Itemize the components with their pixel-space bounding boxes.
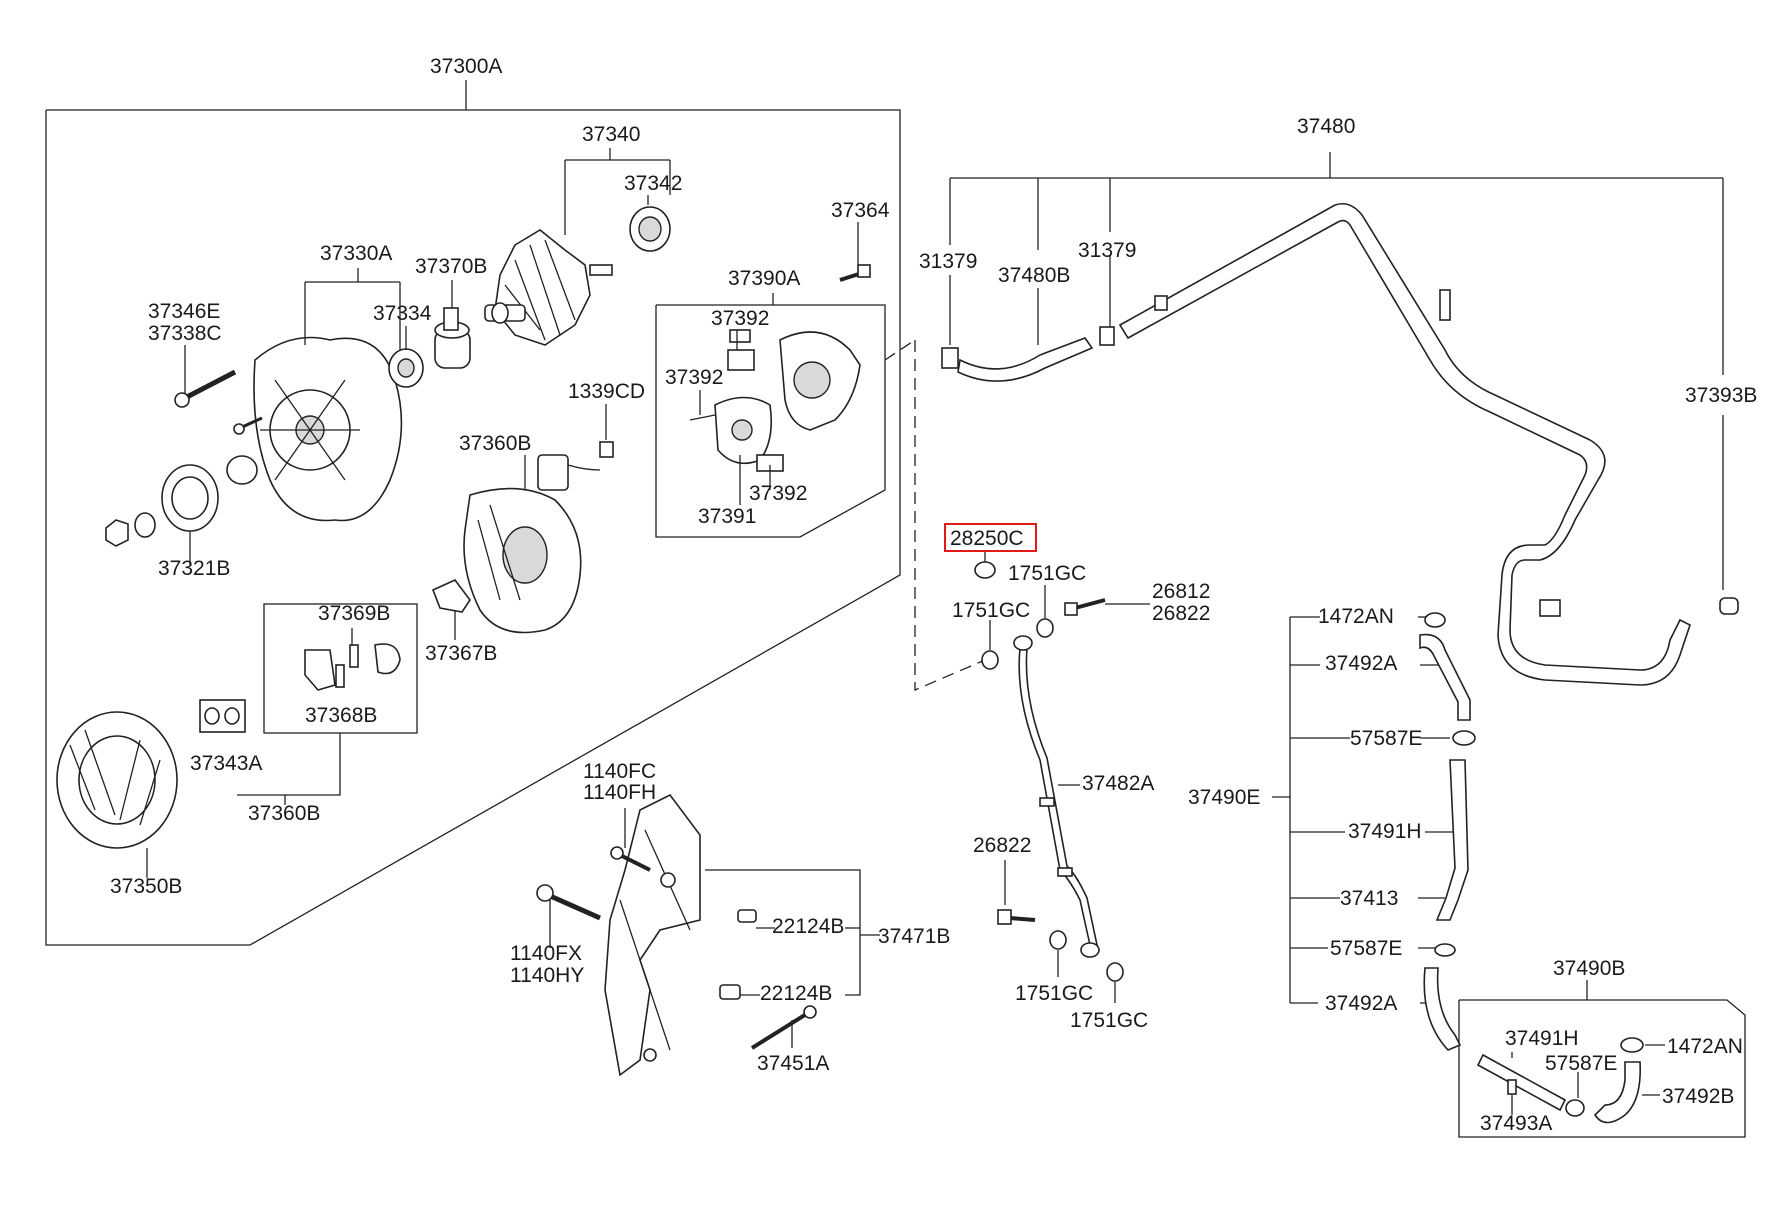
label-26822-lower: 26822 (973, 834, 1031, 857)
label-37492A-bottom: 37492A (1325, 992, 1397, 1015)
label-37480: 37480 (1297, 115, 1355, 138)
label-37492A-top: 37492A (1325, 652, 1397, 675)
label-37491H-top: 37491H (1348, 820, 1422, 843)
label-37368B: 37368B (305, 704, 377, 727)
washer-1751GC-c (1049, 930, 1067, 950)
diode-set-37343A (199, 699, 246, 733)
dowel-22124B-upper (737, 909, 757, 923)
bolt-26822 (997, 909, 1036, 925)
label-37321B: 37321B (158, 557, 230, 580)
label-37492B: 37492B (1662, 1085, 1734, 1108)
label-37346E: 37346E (148, 300, 220, 323)
label-37390A: 37390A (728, 267, 800, 290)
bolt-1140FC (610, 846, 651, 872)
label-1339CD: 1339CD (568, 380, 645, 403)
vacuum-pump-37390A (689, 329, 861, 472)
label-37338C: 37338C (148, 322, 222, 345)
label-37334: 37334 (373, 302, 432, 325)
label-1751GC-left: 1751GC (952, 599, 1030, 622)
label-37300A: 37300A (430, 55, 502, 78)
label-37360B-kit: 37360B (248, 802, 320, 825)
vacuum-hose-37482A (1013, 635, 1100, 958)
bearing-37342 (629, 206, 671, 252)
alternator-frame (45, 109, 901, 946)
washer-1751GC-a (981, 650, 999, 670)
brush-holder-37367B (431, 579, 471, 613)
hose-kit-frame (1458, 999, 1746, 1138)
label-37340: 37340 (582, 123, 640, 146)
front-housing-37330A (253, 336, 403, 522)
label-31379-right: 31379 (1078, 239, 1136, 262)
label-57587E-mid: 57587E (1330, 937, 1402, 960)
label-1751GC-lower-right: 1751GC (1070, 1009, 1148, 1032)
label-57587E-kit: 57587E (1545, 1052, 1617, 1075)
bolt-1140FX (536, 884, 602, 921)
pulley-37321B (105, 455, 258, 547)
label-37343A: 37343A (190, 752, 262, 775)
bolt-26812 (1064, 598, 1106, 616)
label-37413: 37413 (1340, 887, 1398, 910)
rotor-part (484, 229, 613, 346)
label-37370B: 37370B (415, 255, 487, 278)
label-37392-left: 37392 (665, 366, 723, 389)
label-1472AN-top: 1472AN (1318, 605, 1394, 628)
label-37393B: 37393B (1685, 384, 1757, 407)
label-37392-top: 37392 (711, 307, 769, 330)
label-1751GC-lower-left: 1751GC (1015, 982, 1093, 1005)
label-22124B-upper: 22124B (772, 915, 844, 938)
label-1140FC: 1140FC (583, 760, 656, 783)
bracket-37471B (604, 793, 701, 1077)
washer-1751GC-b (1036, 618, 1054, 638)
label-37391: 37391 (698, 505, 756, 528)
label-37491H-kit: 37491H (1505, 1027, 1579, 1050)
label-37392-bottom: 37392 (749, 482, 807, 505)
label-37451A: 37451A (757, 1052, 829, 1075)
stator-37350B (56, 711, 178, 849)
stud-37451A (750, 1005, 817, 1050)
label-37342: 37342 (624, 172, 682, 195)
screw-small (233, 416, 263, 435)
label-37350B: 37350B (110, 875, 182, 898)
label-37364: 37364 (831, 199, 890, 222)
label-37493A: 37493A (1480, 1112, 1552, 1135)
label-28250C: 28250C (950, 527, 1024, 550)
rear-housing-37360B (463, 454, 601, 634)
label-37369B: 37369B (318, 602, 390, 625)
label-31379-left: 31379 (919, 250, 977, 273)
bolt-37346E (174, 369, 237, 408)
label-1140HY: 1140HY (510, 964, 584, 987)
label-37490E: 37490E (1188, 786, 1260, 809)
vacuum-pump-frame (655, 304, 886, 538)
label-1751GC-top: 1751GC (1008, 562, 1086, 585)
bearing-37334 (388, 348, 424, 388)
label-26812: 26812 (1152, 580, 1210, 603)
label-37480B: 37480B (998, 264, 1070, 287)
dowel-22124B-lower (719, 984, 741, 1000)
bushing-37370B (434, 307, 471, 369)
label-37482A: 37482A (1082, 772, 1154, 795)
label-57587E-top: 57587E (1350, 727, 1422, 750)
hose-set-37490E (1419, 612, 1476, 1051)
regulator-parts (304, 643, 401, 691)
vacuum-tube-37480 (941, 202, 1739, 686)
hose-kit-37490B (1476, 1037, 1644, 1124)
label-37330A: 37330A (320, 242, 392, 265)
nut-1339CD (599, 441, 614, 458)
label-1140FX: 1140FX (510, 942, 582, 965)
bolt-37364 (839, 264, 871, 282)
label-37490B: 37490B (1553, 957, 1625, 980)
washer-1751GC-d (1106, 962, 1124, 982)
highlight-box (944, 523, 1037, 552)
clip-28250C (974, 561, 996, 579)
label-26822-right: 26822 (1152, 602, 1210, 625)
label-37367B: 37367B (425, 642, 497, 665)
label-22124B-lower: 22124B (760, 982, 832, 1005)
dashed-leader (914, 340, 986, 691)
label-37471B: 37471B (878, 925, 950, 948)
label-37360B-housing: 37360B (459, 432, 531, 455)
label-1140FH: 1140FH (583, 781, 656, 804)
label-1472AN-kit: 1472AN (1667, 1035, 1743, 1058)
